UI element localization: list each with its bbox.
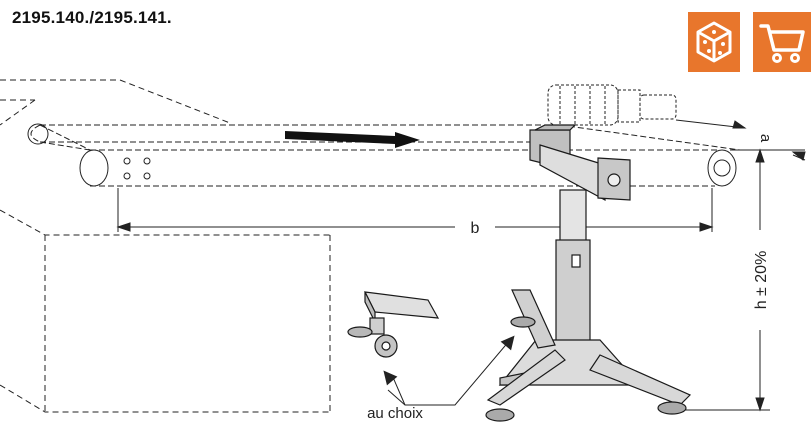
dimension-a: [675, 119, 806, 161]
dimension-b-label: b: [471, 220, 480, 237]
end-rollers: [27, 123, 737, 187]
dimension-a-label: a: [757, 134, 774, 143]
add-to-cart-button[interactable]: [753, 12, 811, 72]
dimension-h: [680, 148, 770, 412]
option-label: au choix: [367, 405, 423, 422]
3d-box-icon: [696, 21, 732, 63]
optional-caster: [347, 291, 440, 358]
support-stand: [485, 124, 692, 422]
drive-motor: [547, 84, 677, 126]
part-number-title: 2195.140./2195.141.: [12, 8, 172, 27]
view-3d-button[interactable]: [688, 12, 740, 72]
dimension-b: [116, 188, 714, 232]
dimension-h-label: h ± 20%: [753, 251, 770, 310]
shopping-cart-icon: [759, 24, 805, 63]
option-arrows: [383, 335, 515, 406]
table-outline: [0, 79, 331, 413]
direction-arrow: [285, 131, 420, 148]
conveyor-belt: [30, 124, 741, 187]
